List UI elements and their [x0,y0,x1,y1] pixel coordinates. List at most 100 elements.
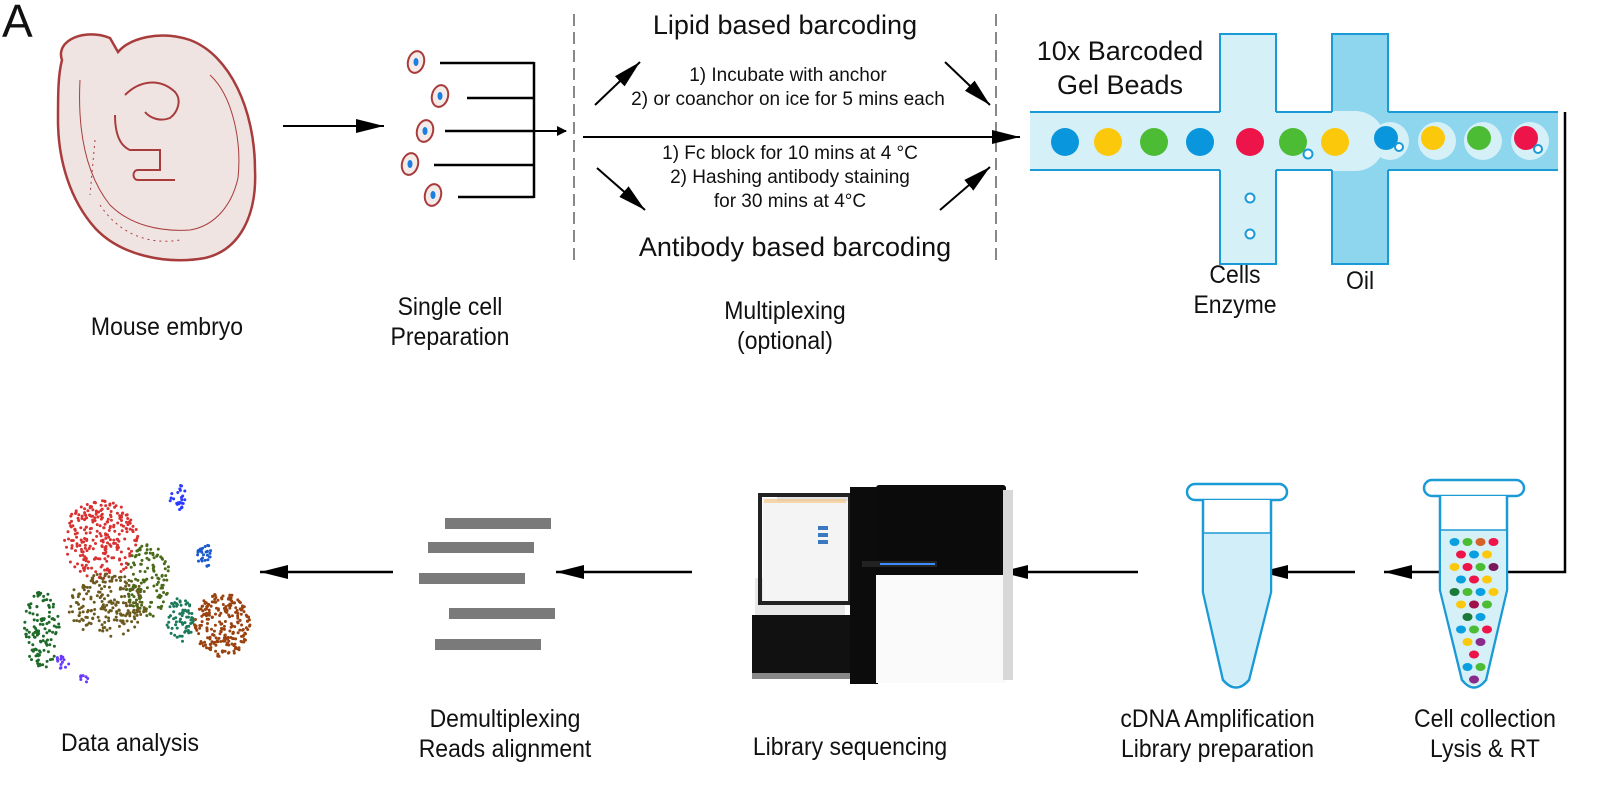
tsne-point [222,627,226,631]
tsne-point [98,583,101,587]
tsne-point [210,615,214,619]
tsne-point [198,624,202,627]
tsne-point [30,648,34,652]
tsne-point [173,601,177,605]
tsne-point [83,507,87,511]
antibody-steps: 1) Fc block for 10 mins at 4 °C 2) Hashi… [600,142,980,214]
tsne-point [145,586,149,590]
tsne-point [173,633,177,637]
tsne-point [132,601,135,605]
tsne-point [42,598,46,602]
tsne-point [198,642,202,646]
cell-dot [1475,638,1486,646]
tsne-point [81,553,85,557]
tsne-point [79,678,83,681]
tsne-point [130,554,134,558]
tsne-point [210,627,213,631]
tsne-point [199,640,203,643]
cell-dot [1475,588,1486,596]
tsne-point [187,611,191,615]
read-bar [428,542,534,553]
tsne-point [52,654,56,658]
tsne-point [201,609,205,613]
label-multiplexing: Multiplexing(optional) [698,296,873,356]
tsne-point [130,579,133,583]
tsne-point [27,630,31,634]
tsne-point [44,665,48,669]
tsne-point [119,612,122,616]
tsne-point [125,619,129,623]
tsne-point [100,623,104,627]
tsne-point [222,636,226,640]
tsne-point [55,625,59,629]
cell-circle [1533,144,1543,154]
label-line: cDNA Amplification [1120,705,1315,733]
tsne-point [109,589,113,593]
lipid-step: 2) or coanchor on ice for 5 mins each [631,89,945,110]
tsne-point [121,511,125,515]
read-bar [419,573,525,584]
tsne-point [134,543,138,547]
tsne-point [218,620,222,624]
tsne-point [95,573,99,576]
tsne-point [165,623,169,627]
tsne-point [108,543,112,547]
tsne-point [236,631,240,635]
tsne-point [113,598,116,602]
cell-dot [1469,550,1479,559]
arrow-lipid-out [944,61,991,106]
cell-dot [1456,575,1466,584]
cell-dot [1449,588,1460,596]
tsne-point [223,620,227,623]
tsne-point [77,592,81,596]
tsne-point [197,632,201,636]
tsne-point [229,636,233,639]
gel-bead [1421,126,1445,150]
tsne-point [139,562,143,566]
tsne-point [216,608,220,612]
cell-dot [1469,625,1479,634]
tsne-point [139,581,143,585]
reads-icon [419,518,555,650]
tsne-point [96,515,100,519]
tsne-point [145,614,149,618]
tsne-point [46,650,50,654]
tsne-point [108,626,112,630]
tsne-point [103,626,107,629]
tsne-point [205,617,209,621]
tsne-point [239,639,243,643]
tsne-point [98,572,102,576]
tsne-point [203,545,207,548]
tsne-point [72,588,76,592]
tsne-point [155,589,159,593]
tsne-point [244,626,248,630]
tsne-point [83,566,87,570]
tsne-point [91,547,95,551]
tsne-point [99,565,103,569]
tsne-point [235,647,239,651]
tsne-point [130,528,134,532]
tsne-point [75,542,79,546]
tsne-point [154,573,158,577]
tsne-point [156,580,160,584]
tsne-point [85,503,89,506]
tsne-point [103,574,107,578]
panel-letter: A [2,0,33,47]
tsne-point [179,484,183,487]
tsne-point [92,581,95,585]
tsne-point [205,626,209,630]
tsne-point [99,607,103,611]
tsne-point [223,608,227,612]
cell-dot [1482,550,1492,559]
cell-dot [1482,625,1492,634]
tsne-point [85,549,89,553]
tsne-point [122,622,126,626]
tsne-point [216,652,220,656]
tsne-point [119,587,123,591]
tsne-point [31,632,35,636]
tsne-point [128,614,132,618]
tsne-point [79,526,83,530]
tsne-point [175,502,179,506]
cell-circle [1302,148,1314,160]
